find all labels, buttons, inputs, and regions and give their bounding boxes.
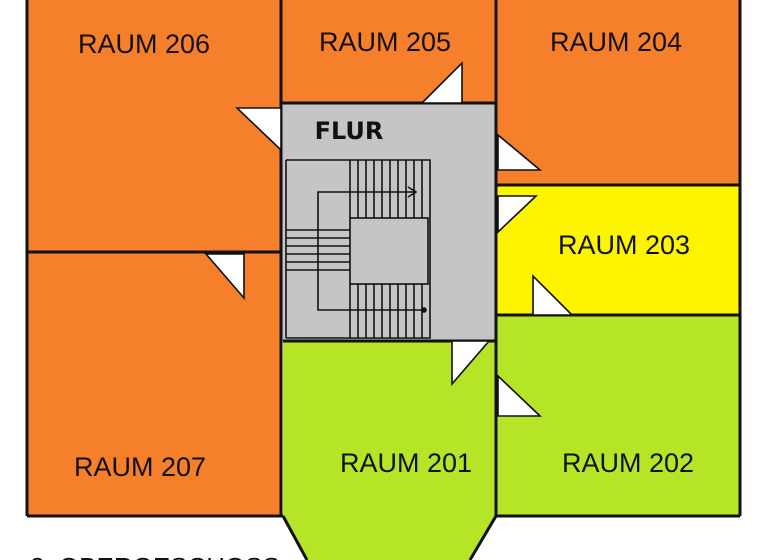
room-206[interactable] xyxy=(27,0,281,252)
floor-title: 2. OBERGESCHOSS xyxy=(30,552,280,560)
room-207-label: RAUM 207 xyxy=(74,452,206,482)
door-207 xyxy=(204,253,245,301)
doors xyxy=(204,61,574,417)
flur-label: FLUR xyxy=(315,117,384,145)
flur-corridor[interactable] xyxy=(281,103,496,341)
door-206 xyxy=(235,107,282,152)
room-207[interactable] xyxy=(27,252,281,516)
room-204-label: RAUM 204 xyxy=(550,27,682,57)
door-203-bottom xyxy=(532,274,574,316)
door-203-top xyxy=(497,195,539,234)
door-201 xyxy=(451,340,491,387)
room-206-label: RAUM 206 xyxy=(78,29,210,59)
door-202 xyxy=(497,374,542,417)
door-204 xyxy=(497,133,543,171)
room-203-label: RAUM 203 xyxy=(558,230,690,260)
door-205 xyxy=(420,61,463,104)
room-205-label: RAUM 205 xyxy=(319,27,451,57)
room-202-label: RAUM 202 xyxy=(562,448,694,478)
staircase xyxy=(285,159,431,339)
room-201[interactable] xyxy=(283,341,496,560)
room-204[interactable] xyxy=(496,0,740,185)
room-201-label: RAUM 201 xyxy=(340,448,472,478)
